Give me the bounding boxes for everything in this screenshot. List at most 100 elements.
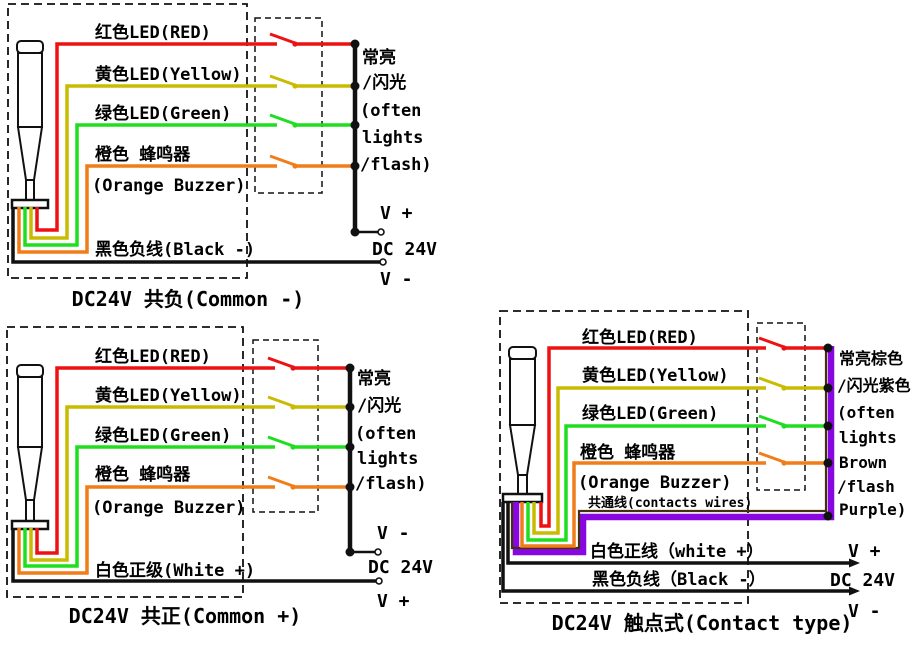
white-wire-label: 白色正级(White +) xyxy=(95,560,255,581)
switch-contact-dot xyxy=(781,423,787,429)
green-wire xyxy=(23,123,277,247)
switch-blade xyxy=(269,32,296,45)
purple-common-wire xyxy=(512,346,835,556)
mode-label-1: 常亮 xyxy=(362,47,396,68)
vminus-terminal-circle xyxy=(374,548,382,556)
yellow-wire-label: 黄色LED(Yellow) xyxy=(95,64,242,85)
mode-label-7: Purple) xyxy=(839,500,906,519)
mode-label-3: (often xyxy=(837,403,895,422)
switch-blade xyxy=(269,74,296,87)
diagram-common-negative: 红色LED(RED) 黄色LED(Yellow) 绿色LED(Green) 橙色… xyxy=(7,3,437,311)
junction-dot xyxy=(345,363,355,373)
switch-contact-dot xyxy=(781,385,787,391)
junction-dot xyxy=(345,482,355,492)
mode-label-4: lights xyxy=(362,128,423,148)
switch-blade xyxy=(269,113,296,126)
orange-wire-label-en: (Orange Buzzer) xyxy=(92,176,246,196)
power-label: DC 24V xyxy=(830,570,895,591)
orange-wire-label-en: (Orange Buzzer) xyxy=(578,473,732,493)
switch-blade xyxy=(269,154,296,167)
signal-tower xyxy=(10,40,50,210)
red-wire-label: 红色LED(RED) xyxy=(95,22,211,43)
signal-tower xyxy=(10,364,50,531)
junction-dot xyxy=(823,383,833,393)
switch-blade xyxy=(267,435,294,448)
red-wire-label: 红色LED(RED) xyxy=(582,327,698,348)
tower-stem xyxy=(25,179,35,201)
junction-dot xyxy=(823,458,833,468)
orange-wire-label-cn: 橙色 蜂鸣器 xyxy=(580,442,676,463)
white-positive-wire xyxy=(11,528,376,583)
yellow-switch xyxy=(269,74,298,89)
tower-taper xyxy=(16,446,44,501)
green-wire-label: 绿色LED(Green) xyxy=(582,403,718,424)
orange-switch xyxy=(269,154,298,169)
orange-wire-label-en: (Orange Buzzer) xyxy=(92,498,246,518)
brown-common-wire xyxy=(510,349,828,550)
tower-taper xyxy=(16,126,44,181)
diagram-contact-type: 红色LED(RED) 黄色LED(Yellow) 绿色LED(Green) 橙色… xyxy=(499,310,911,635)
yellow-wire xyxy=(532,386,766,535)
junction-dot xyxy=(350,161,360,171)
enclosure-dashed-box xyxy=(499,310,749,604)
red-switch xyxy=(758,336,787,351)
yellow-wire-label: 黄色LED(Yellow) xyxy=(582,365,729,386)
junction-dot xyxy=(345,402,355,412)
mode-label-2: /闪光紫色 xyxy=(837,376,911,395)
tower-taper xyxy=(508,424,537,476)
yellow-wire xyxy=(29,405,275,562)
green-wire xyxy=(526,424,766,542)
orange-wire xyxy=(17,164,277,254)
power-label: DC 24V xyxy=(372,239,437,260)
vplus-arrow-tip xyxy=(849,558,860,568)
terminal-vminus-label: V - xyxy=(377,523,410,544)
tower-body xyxy=(17,376,43,448)
switch-blade xyxy=(267,356,294,369)
green-wire-label: 绿色LED(Green) xyxy=(95,425,231,446)
switch-contact-dot xyxy=(292,83,298,89)
power-label: DC 24V xyxy=(368,557,433,578)
terminal-vminus-label: V - xyxy=(848,601,881,622)
green-wire xyxy=(23,445,275,568)
switch-blade xyxy=(267,475,294,488)
switch-contact-dot xyxy=(290,365,296,371)
switch-contact-dot xyxy=(290,404,296,410)
black-wire-label: 黑色负线(Black -) xyxy=(95,239,255,260)
mode-label-1: 常亮棕色 xyxy=(839,349,903,368)
yellow-wire xyxy=(29,84,277,240)
terminal-vplus-label: V + xyxy=(377,591,410,612)
mode-label-5: Brown xyxy=(839,453,887,472)
mode-label-4: lights xyxy=(357,449,418,469)
junction-dot xyxy=(350,81,360,91)
tower-base xyxy=(501,492,544,504)
diagram-common-positive: 红色LED(RED) 黄色LED(Yellow) 绿色LED(Green) 橙色… xyxy=(6,326,433,628)
diagram-caption: DC24V 共正(Common +) xyxy=(69,604,302,628)
diagram-caption: DC24V 共负(Common -) xyxy=(72,287,305,311)
tower-cap xyxy=(508,346,537,360)
switch-contact-dot xyxy=(781,345,787,351)
vplus-terminal-circle xyxy=(375,577,383,585)
switch-group-dashed-box xyxy=(756,322,806,491)
orange-wire xyxy=(520,461,766,548)
terminal-vminus-label: V - xyxy=(380,269,413,290)
mode-label-2: /闪光 xyxy=(362,72,406,93)
red-switch xyxy=(269,32,298,47)
junction-dot xyxy=(345,442,355,452)
black-negative-wire xyxy=(11,207,380,264)
junction-dot xyxy=(350,120,360,130)
junction-dot xyxy=(823,421,833,431)
orange-wire-label-cn: 橙色 蜂鸣器 xyxy=(95,464,191,485)
signal-tower xyxy=(501,346,544,504)
switch-contact-dot xyxy=(292,122,298,128)
switch-contact-dot xyxy=(292,41,298,47)
green-wire-label: 绿色LED(Green) xyxy=(95,103,231,124)
switch-blade xyxy=(758,414,785,427)
enclosure-dashed-box xyxy=(6,326,244,598)
switch-group-dashed-box xyxy=(252,339,319,513)
mode-label-4: lights xyxy=(839,428,897,447)
terminal-vplus-label: V + xyxy=(380,203,413,224)
black-negative-wire xyxy=(501,502,849,593)
green-switch xyxy=(267,435,296,450)
green-switch xyxy=(269,113,298,128)
tower-stem xyxy=(517,474,528,495)
